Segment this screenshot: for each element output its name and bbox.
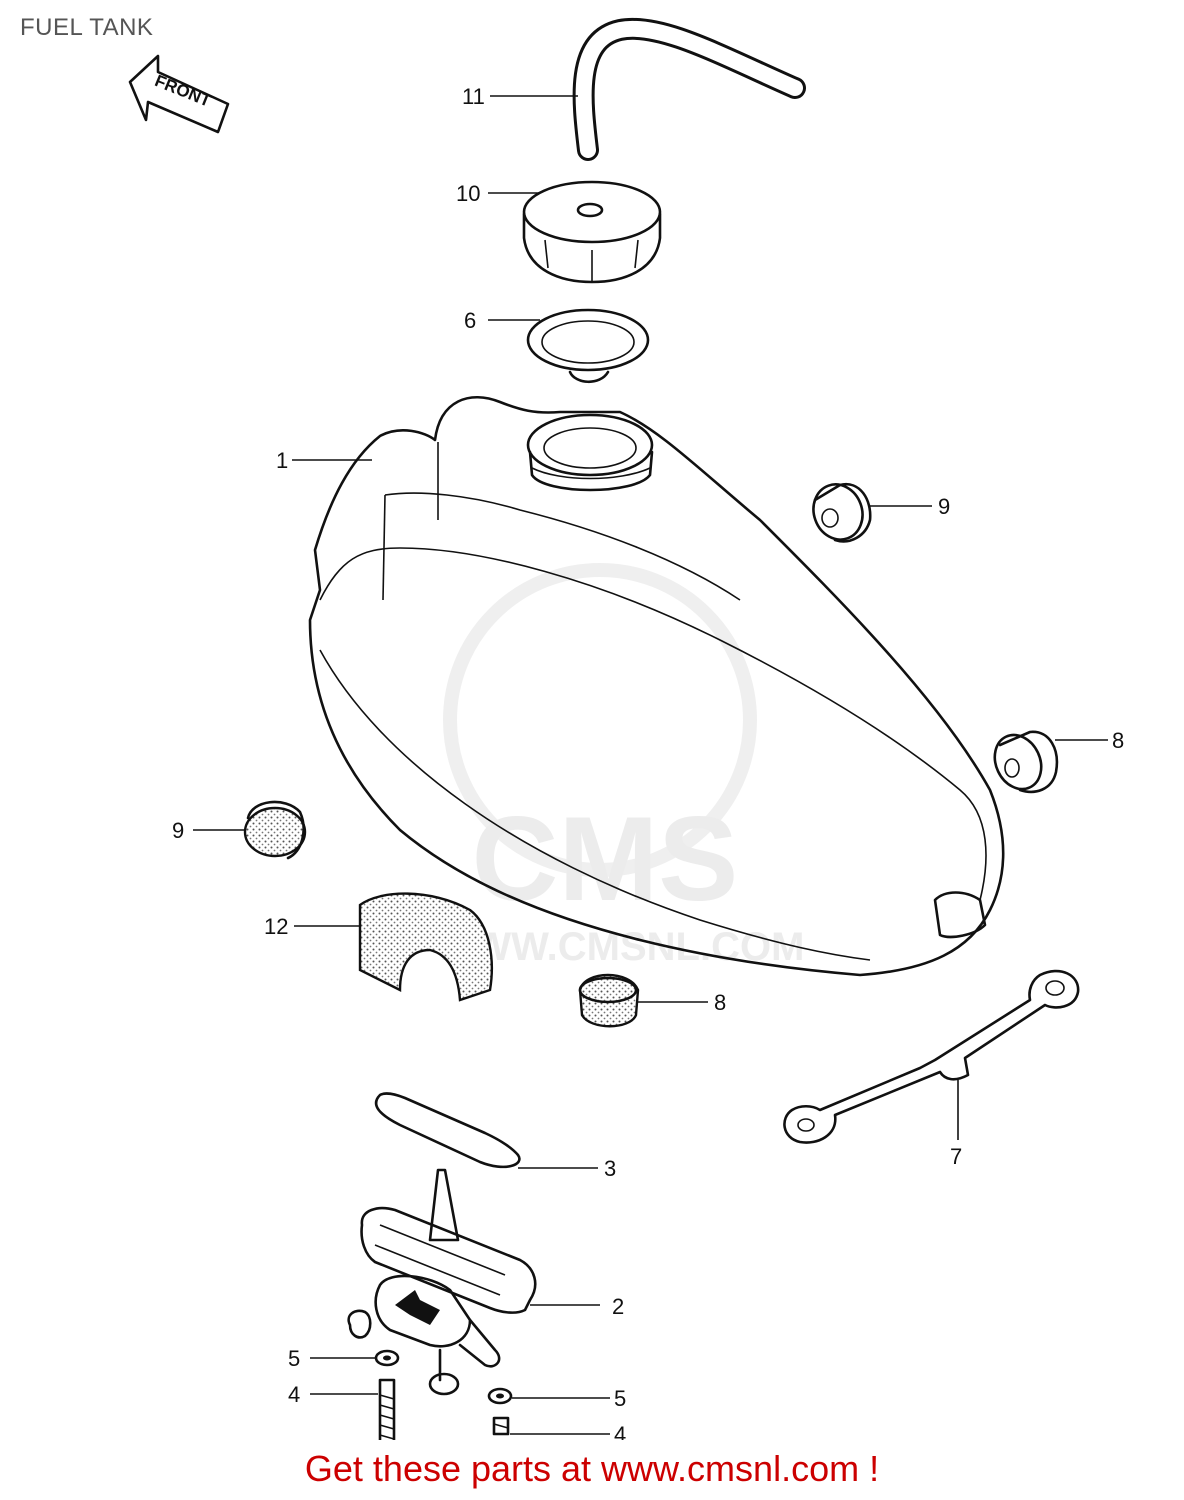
front-arrow: FRONT bbox=[128, 54, 230, 134]
callout-8-bottom: 8 bbox=[714, 990, 726, 1015]
footer-parts-link[interactable]: Get these parts at www.cmsnl.com ! bbox=[304, 1448, 880, 1489]
watermark: CMS WWW.CMSNL.COM bbox=[436, 563, 804, 969]
washer-left bbox=[374, 1349, 400, 1367]
tank-pad bbox=[358, 892, 493, 1002]
callout-8-right: 8 bbox=[1112, 728, 1124, 753]
callout-11: 11 bbox=[462, 84, 485, 109]
damper-right bbox=[993, 730, 1059, 794]
callout-9-left: 9 bbox=[172, 818, 184, 843]
damper-upper bbox=[812, 482, 872, 543]
leader-lines bbox=[193, 95, 1108, 1435]
tap-gasket bbox=[374, 1092, 521, 1169]
callout-1: 1 bbox=[276, 448, 288, 473]
callout-9-upper: 9 bbox=[938, 494, 950, 519]
rubber-pad-bottom bbox=[578, 973, 640, 1028]
callout-5-left: 5 bbox=[288, 1346, 300, 1371]
callout-6: 6 bbox=[464, 308, 476, 333]
callout-4-right: 4 bbox=[614, 1422, 626, 1440]
callout-labels: 11 10 6 1 9 8 9 12 8 7 3 2 5 4 5 4 bbox=[172, 84, 1124, 1440]
front-arrow-label: FRONT bbox=[152, 71, 214, 111]
washer-right bbox=[487, 1387, 513, 1405]
watermark-brand: CMS bbox=[472, 792, 739, 926]
callout-4-left: 4 bbox=[288, 1382, 300, 1407]
callout-2: 2 bbox=[612, 1294, 624, 1319]
fuel-tank-diagram: CMS WWW.CMSNL.COM FRONT bbox=[128, 17, 1124, 1440]
rubber-pad-left bbox=[243, 800, 307, 860]
fuel-cap bbox=[522, 180, 662, 284]
breather-hose bbox=[572, 17, 806, 161]
callout-5-right: 5 bbox=[614, 1386, 626, 1411]
fuel-tank bbox=[308, 395, 1005, 977]
bolt-left bbox=[378, 1378, 396, 1440]
bolt-right bbox=[492, 1416, 510, 1436]
callout-12: 12 bbox=[264, 914, 288, 939]
cap-gasket bbox=[526, 308, 650, 384]
callout-3: 3 bbox=[604, 1156, 616, 1181]
callout-10: 10 bbox=[456, 181, 480, 206]
callout-7: 7 bbox=[950, 1144, 962, 1169]
tank-strap bbox=[783, 969, 1080, 1144]
page-title: FUEL TANK bbox=[20, 14, 154, 41]
fuel-tap bbox=[347, 1168, 537, 1396]
